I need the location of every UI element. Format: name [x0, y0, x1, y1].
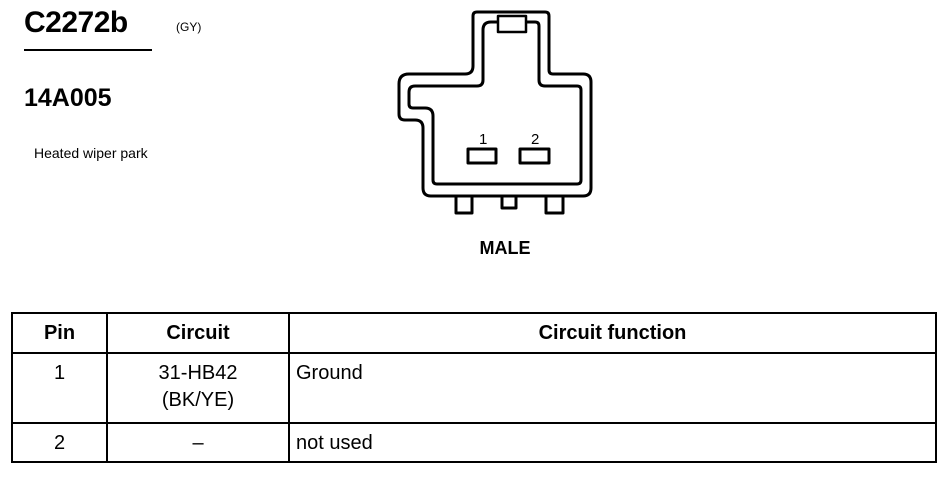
pin-1-label: 1 [479, 131, 487, 148]
latch-tab [496, 14, 528, 34]
circuit-function-cell: not used [288, 422, 937, 463]
table-row: 1 31-HB42 (BK/YE) Ground [11, 352, 937, 424]
connector-description: Heated wiper park [34, 145, 148, 161]
pin-1-terminal [466, 147, 498, 165]
pin-number-cell: 1 [11, 352, 108, 424]
connector-inner-housing [407, 20, 583, 186]
circuit-cell: 31-HB42 (BK/YE) [106, 352, 290, 424]
connector-outer-housing [397, 10, 593, 198]
pin-2-label: 2 [531, 131, 539, 148]
connector-color: (GY) [176, 20, 202, 34]
pinout-table: Pin Circuit Circuit function 1 31-HB42 (… [11, 312, 937, 463]
bottom-peg-center [500, 194, 518, 210]
column-header-circuit: Circuit [106, 312, 290, 354]
connector-code: C2272b [24, 6, 128, 39]
circuit-id: 31-HB42 [158, 362, 238, 384]
bottom-peg-right [544, 194, 565, 215]
pin-number-cell: 2 [11, 422, 108, 463]
circuit-cell: – [106, 422, 290, 463]
circuit-function-cell: Ground [288, 352, 937, 424]
wire-color: (BK/YE) [161, 389, 235, 411]
part-number: 14A005 [24, 84, 112, 112]
connector-gender-label: MALE [479, 238, 531, 258]
column-header-circuit-function: Circuit function [288, 312, 937, 354]
bottom-peg-left [454, 194, 474, 215]
pin-2-terminal [518, 147, 551, 165]
table-row: 2 – not used [11, 422, 937, 463]
table-header-row: Pin Circuit Circuit function [11, 312, 937, 354]
header-underline [24, 49, 152, 51]
column-header-pin: Pin [11, 312, 108, 354]
connector-face-diagram: 1 2 [397, 10, 593, 215]
